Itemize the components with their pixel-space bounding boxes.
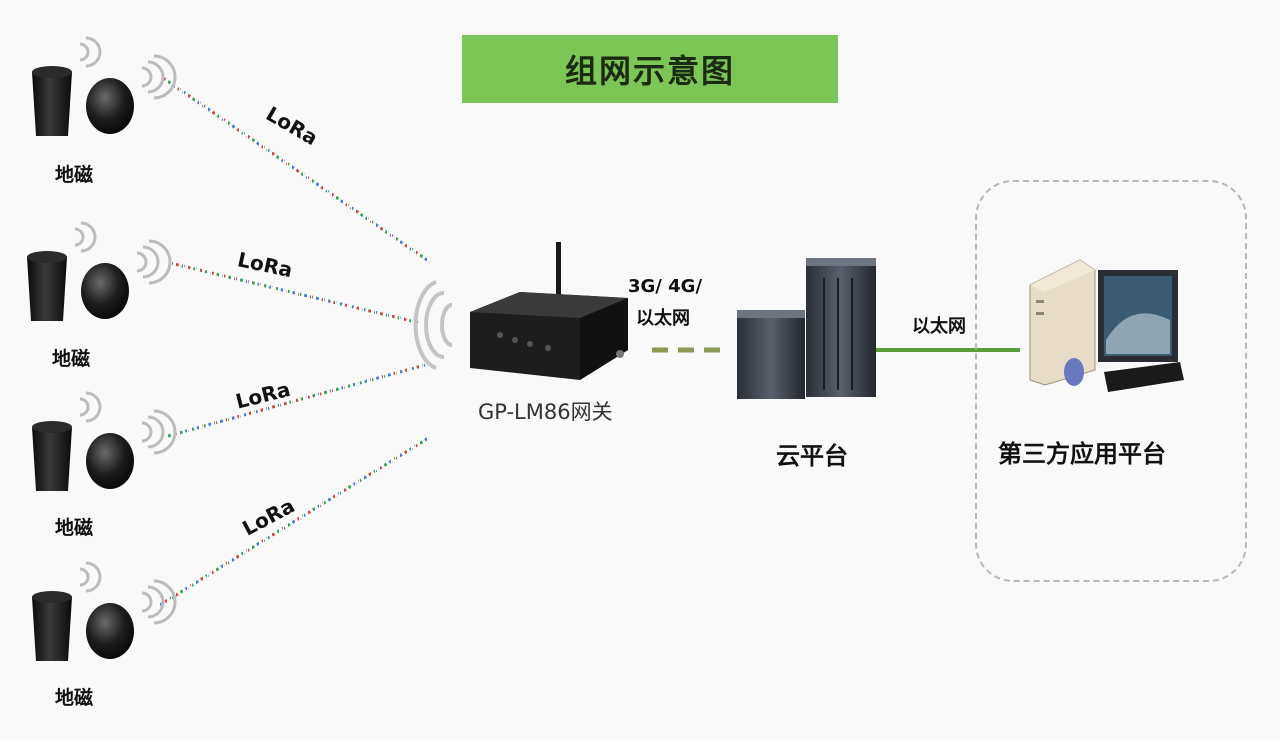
- diagram-title-box: 组网示意图: [462, 35, 838, 103]
- lora-link-3: [167, 363, 426, 438]
- third-party-label: 第三方应用平台: [998, 440, 1166, 468]
- lora-link-2: [169, 261, 421, 325]
- computer-icon: [1029, 259, 1184, 392]
- sensor-icon-3: [32, 391, 177, 491]
- cloud-third-link-label: 以太网: [912, 316, 966, 337]
- sensor-label-1: 地磁: [55, 164, 94, 186]
- gateway-cloud-link-label-line2: 以太网: [636, 308, 690, 329]
- sensor-icon-1: [32, 36, 177, 136]
- lora-link-4: [159, 435, 431, 607]
- third-party-container: [975, 180, 1247, 582]
- cloud-label: 云平台: [776, 442, 848, 470]
- sensor-icon-4: [32, 561, 177, 661]
- lora-link-1: [162, 76, 431, 264]
- gateway-label: GP-LM86网关: [478, 400, 613, 424]
- cloud-server-icon: [737, 258, 876, 399]
- gateway-icon: [413, 242, 628, 380]
- sensor-label-2: 地磁: [52, 348, 91, 370]
- diagram-title: 组网示意图: [564, 52, 735, 90]
- gateway-cloud-link-label-line1: 3G/ 4G/: [628, 276, 703, 297]
- sensor-label-3: 地磁: [55, 517, 94, 539]
- sensor-icon-2: [27, 221, 172, 321]
- sensor-label-4: 地磁: [55, 687, 94, 709]
- lora-links: [159, 76, 431, 607]
